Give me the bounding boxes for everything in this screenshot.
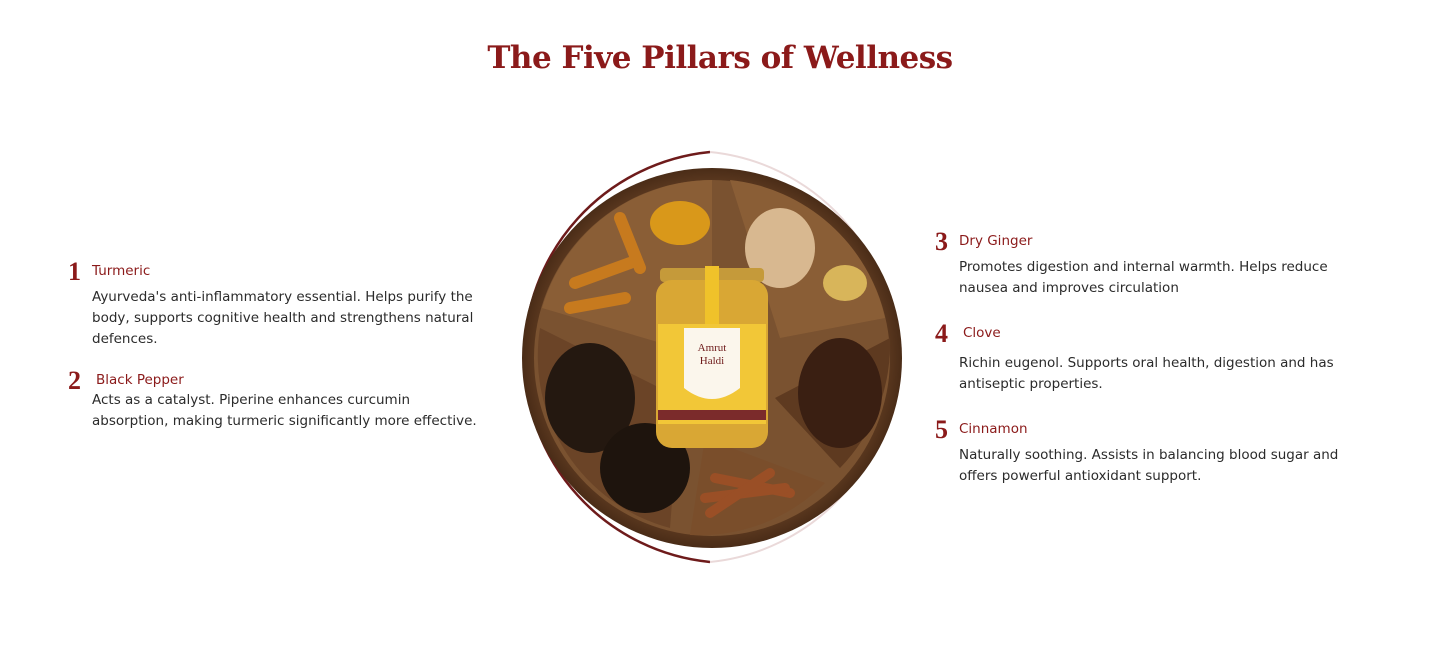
amrut-haldi-jar: Amrut Haldi xyxy=(656,266,768,448)
pillar-number: 2 xyxy=(68,366,81,395)
pillar-clove: 4 Clove Richin eugenol. Supports oral he… xyxy=(935,319,1349,395)
pillar-name: Dry Ginger xyxy=(959,233,1033,249)
pillar-name: Turmeric xyxy=(92,263,151,279)
pillar-name: Cinnamon xyxy=(959,421,1028,437)
pillar-description: Acts as a catalyst. Piperine enhances cu… xyxy=(92,392,477,429)
pillar-number: 4 xyxy=(935,319,948,348)
pillar-description: Richin eugenol. Supports oral health, di… xyxy=(959,355,1334,392)
clove-compartment xyxy=(775,338,891,468)
pillar-description: Promotes digestion and internal warmth. … xyxy=(959,259,1328,296)
pillar-dry-ginger: 3 Dry Ginger Promotes digestion and inte… xyxy=(935,227,1349,299)
pillar-turmeric: 1 Turmeric Ayurveda's anti-inflammatory … xyxy=(68,257,482,350)
cinnamon-compartment xyxy=(690,438,825,536)
pillar-cinnamon: 5 Cinnamon Naturally soothing. Assists i… xyxy=(935,415,1349,487)
pillar-number: 1 xyxy=(68,257,81,286)
pillar-name: Clove xyxy=(963,325,1001,341)
pillar-number: 5 xyxy=(935,415,948,444)
spice-plate-image: Amrut Haldi xyxy=(522,150,902,564)
pillar-name: Black Pepper xyxy=(96,372,184,388)
pillar-number: 3 xyxy=(935,227,948,256)
ginger-compartment xyxy=(730,180,885,338)
svg-text:Amrut: Amrut xyxy=(698,342,727,354)
pillar-description: Ayurveda's anti-inflammatory essential. … xyxy=(92,289,474,347)
pillar-description: Naturally soothing. Assists in balancing… xyxy=(959,447,1339,484)
svg-text:Haldi: Haldi xyxy=(700,355,724,367)
pillar-black-pepper: 2 Black Pepper Acts as a catalyst. Piper… xyxy=(68,366,482,432)
page-title: The Five Pillars of Wellness xyxy=(487,40,953,76)
